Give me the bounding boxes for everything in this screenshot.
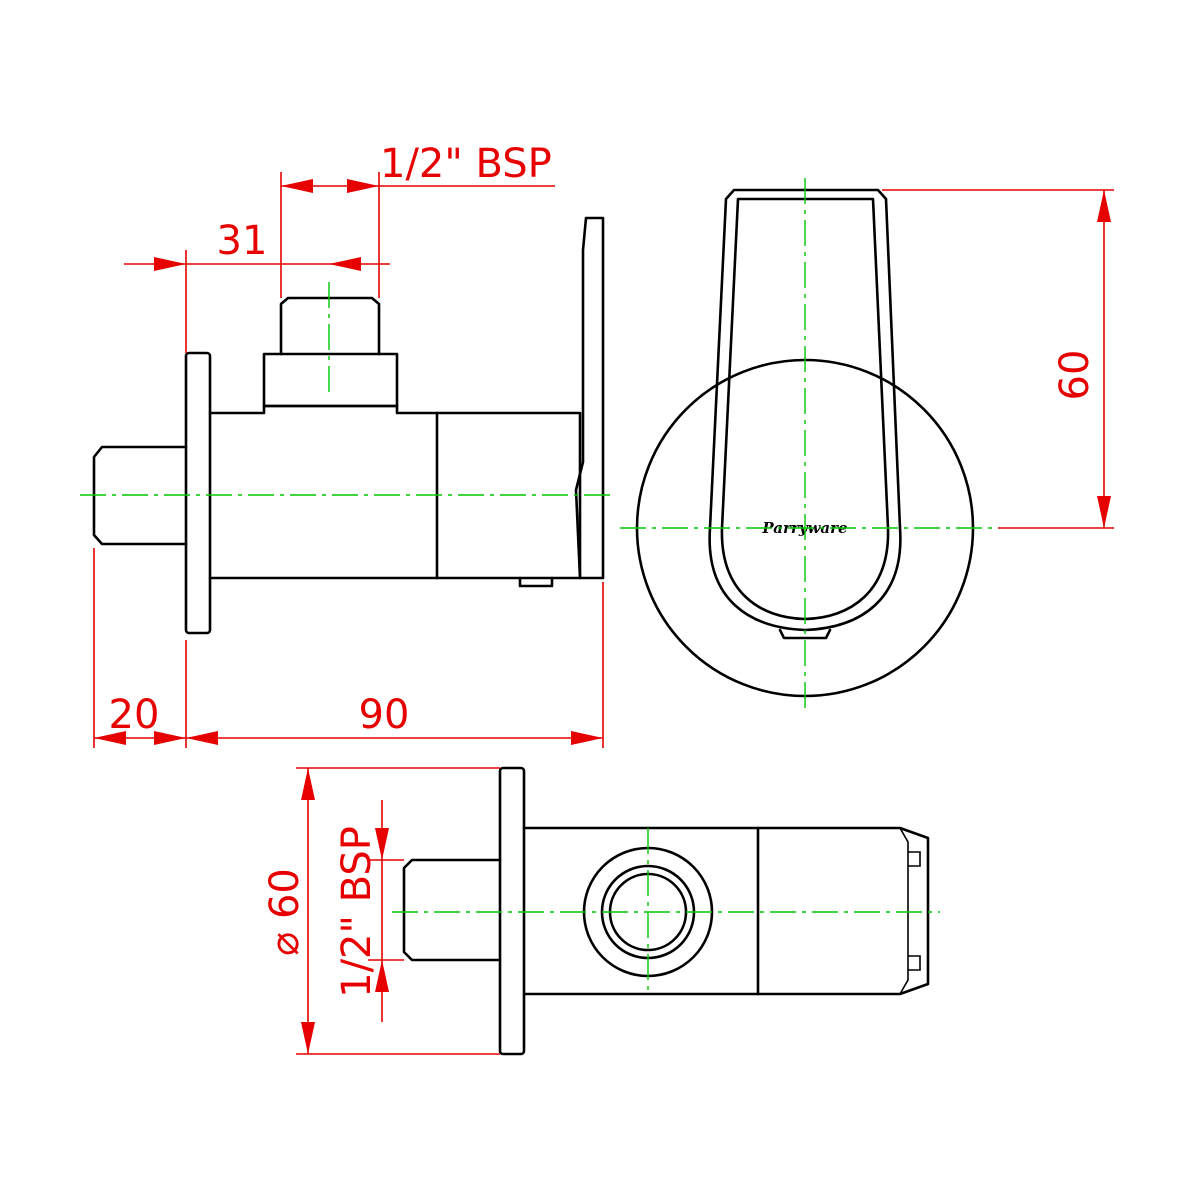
side-bottom-cap <box>518 576 554 588</box>
top-body <box>522 826 930 996</box>
dim-bsp-side-label: 1/2" BSP <box>334 826 380 998</box>
top-handle-notch-upper <box>908 851 921 867</box>
top-inlet-pipe <box>402 858 502 962</box>
top-handle-notch-lower <box>908 955 921 971</box>
dim-diameter-60-label: ⌀ 60 <box>262 868 308 956</box>
centerlines <box>80 178 992 994</box>
front-handle-outer <box>708 188 902 632</box>
front-bottom-cap <box>778 628 832 640</box>
dim-height-60-label: 60 <box>1052 350 1098 401</box>
side-view <box>92 216 605 635</box>
side-wall-flange <box>184 351 212 635</box>
top-view <box>402 766 930 1056</box>
side-handle-lever <box>574 216 605 580</box>
side-outlet-nut <box>262 352 399 408</box>
side-body <box>208 404 582 580</box>
top-wall-flange <box>498 766 526 1056</box>
dim-flange-20-label: 20 <box>109 692 160 738</box>
dim-length-90-label: 90 <box>359 692 410 738</box>
dimensions: 1/2" BSP 31 20 90 60 ⌀ 60 <box>93 141 1114 1055</box>
side-inlet-pipe <box>92 445 188 546</box>
dim-bsp-top-label: 1/2" BSP <box>380 141 552 187</box>
top-handle-edge <box>899 827 909 995</box>
dim-offset-31-label: 31 <box>217 218 268 264</box>
side-outlet-stub <box>279 296 381 356</box>
